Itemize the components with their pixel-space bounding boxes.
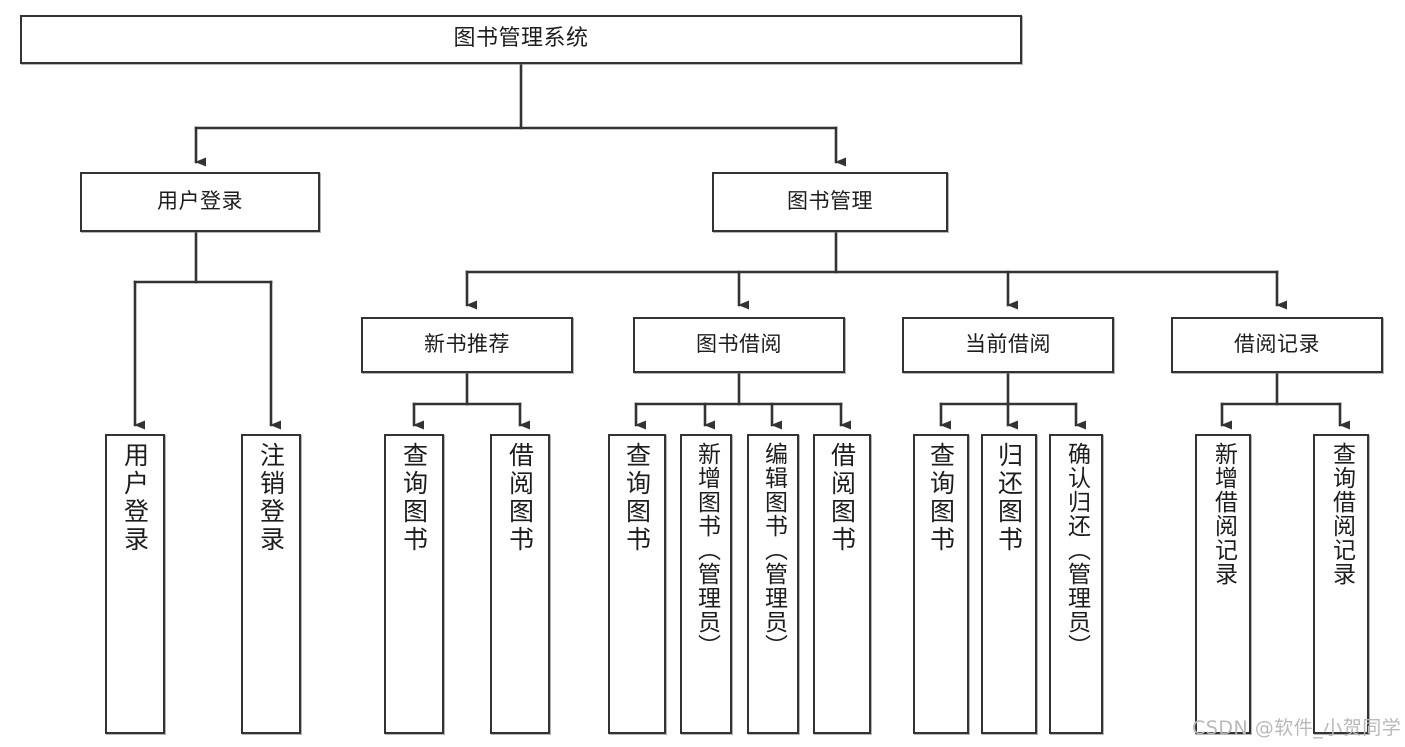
node-borrow-record-label: 借阅记录 <box>1234 332 1320 357</box>
node-leaf-new-borrow-book-label: 借阅图书 <box>505 442 535 554</box>
node-leaf-borrow-query-book[interactable]: 查询图书 <box>608 434 666 734</box>
node-root[interactable]: 图书管理系统 <box>20 15 1022 64</box>
node-leaf-borrow-add-book-label: 新增图书（管理员） <box>693 442 720 658</box>
node-leaf-borrow-edit-book[interactable]: 编辑图书（管理员） <box>747 434 799 734</box>
node-leaf-user-login-label: 用户登录 <box>120 442 150 554</box>
node-current-borrow-label: 当前借阅 <box>965 332 1051 357</box>
node-leaf-record-query-label: 查询借阅记录 <box>1328 442 1355 586</box>
node-leaf-new-query-book[interactable]: 查询图书 <box>384 434 444 734</box>
node-leaf-borrow-query-book-label: 查询图书 <box>622 442 652 554</box>
node-leaf-record-query[interactable]: 查询借阅记录 <box>1313 434 1369 734</box>
node-leaf-current-confirm-return-label: 确认归还（管理员） <box>1063 442 1090 658</box>
node-leaf-record-add[interactable]: 新增借阅记录 <box>1195 434 1251 734</box>
node-leaf-borrow-add-book[interactable]: 新增图书（管理员） <box>680 434 732 734</box>
node-book-borrow-label: 图书借阅 <box>696 332 782 357</box>
node-leaf-record-add-label: 新增借阅记录 <box>1210 442 1237 586</box>
node-leaf-new-borrow-book[interactable]: 借阅图书 <box>490 434 550 734</box>
node-leaf-borrow-lend-book[interactable]: 借阅图书 <box>813 434 871 734</box>
node-leaf-current-return-book-label: 归还图书 <box>994 442 1024 554</box>
node-book-borrow[interactable]: 图书借阅 <box>633 317 845 373</box>
csdn-watermark: CSDN @软件_小贺同学 <box>1192 717 1402 739</box>
node-user-login-module-label: 用户登录 <box>157 189 243 214</box>
node-book-management-module[interactable]: 图书管理 <box>712 172 948 232</box>
node-leaf-current-confirm-return[interactable]: 确认归还（管理员） <box>1049 434 1103 734</box>
node-root-label: 图书管理系统 <box>453 26 589 52</box>
node-leaf-borrow-lend-book-label: 借阅图书 <box>827 442 857 554</box>
node-user-login-module[interactable]: 用户登录 <box>80 172 320 232</box>
node-borrow-record[interactable]: 借阅记录 <box>1171 317 1383 373</box>
node-new-book-recommend-label: 新书推荐 <box>424 332 510 357</box>
node-leaf-current-return-book[interactable]: 归还图书 <box>981 434 1037 734</box>
node-leaf-new-query-book-label: 查询图书 <box>399 442 429 554</box>
node-current-borrow[interactable]: 当前借阅 <box>902 317 1114 373</box>
node-new-book-recommend[interactable]: 新书推荐 <box>361 317 573 373</box>
node-leaf-user-logout-label: 注销登录 <box>256 442 286 554</box>
node-book-management-module-label: 图书管理 <box>787 189 873 214</box>
node-leaf-current-query-book[interactable]: 查询图书 <box>913 434 969 734</box>
node-leaf-borrow-edit-book-label: 编辑图书（管理员） <box>760 442 787 658</box>
node-leaf-user-logout[interactable]: 注销登录 <box>241 434 301 734</box>
node-leaf-user-login[interactable]: 用户登录 <box>105 434 165 734</box>
node-leaf-current-query-book-label: 查询图书 <box>926 442 956 554</box>
